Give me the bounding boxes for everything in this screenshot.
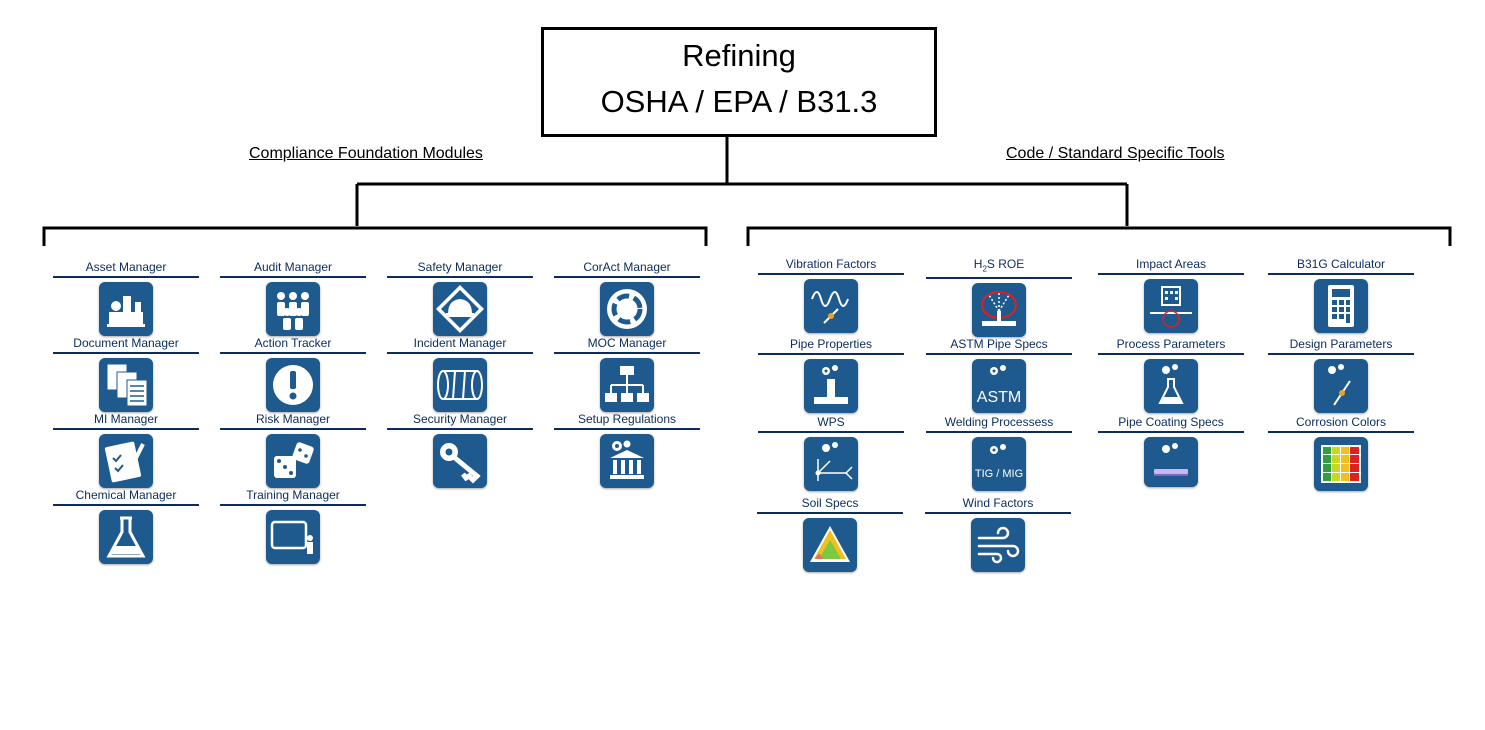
tool-wind-factors[interactable]: Wind Factors [925,497,1071,572]
page-subtitle: OSHA / EPA / B31.3 [600,84,878,119]
module-label: Security Manager [387,413,533,430]
tool-label: Pipe Properties [758,338,904,355]
tool-label: H2S ROE [926,257,1072,280]
module-chemical-manager[interactable]: Chemical Manager [53,489,199,564]
right-section-label[interactable]: Code / Standard Specific Tools [1006,145,1225,162]
tool-label: Corrosion Colors [1268,416,1414,433]
tool-vibration-factors[interactable]: Vibration Factors [758,258,904,333]
tool-astm-pipe-specs[interactable]: ASTM Pipe Specs ASTM [926,338,1072,413]
module-security-manager[interactable]: Security Manager [387,413,533,488]
circular-arrows-icon[interactable] [600,282,654,336]
module-label: Action Tracker [220,337,366,354]
presentation-icon[interactable] [266,510,320,564]
hardhat-icon[interactable] [433,282,487,336]
title-box: Refining OSHA / EPA / B31.3 [541,27,937,137]
gear-flask-icon[interactable] [1144,359,1198,413]
module-label: MOC Manager [554,337,700,354]
tool-design-parameters[interactable]: Design Parameters [1268,338,1414,413]
module-incident-manager[interactable]: Incident Manager [387,337,533,412]
tig-tile-text: TIG / MIG [975,468,1023,480]
module-safety-manager[interactable]: Safety Manager [387,261,533,336]
tool-label-post: S ROE [986,257,1025,271]
module-label: Safety Manager [387,261,533,278]
tool-corrosion-colors[interactable]: Corrosion Colors [1268,416,1414,491]
tool-pipe-coating-specs[interactable]: Pipe Coating Specs [1098,416,1244,487]
tool-welding-processess[interactable]: Welding Processess TIG / MIG [926,416,1072,491]
tool-label: Impact Areas [1098,258,1244,275]
module-document-manager[interactable]: Document Manager [53,337,199,412]
tool-label: ASTM Pipe Specs [926,338,1072,355]
tool-label: Welding Processess [926,416,1072,433]
wave-icon[interactable] [804,279,858,333]
tool-impact-areas[interactable]: Impact Areas [1098,258,1244,333]
color-grid-icon[interactable] [1314,437,1368,491]
exclamation-icon[interactable] [266,358,320,412]
tool-label-pre: H [973,257,983,271]
tool-label-sub: 2 [982,264,987,274]
tool-pipe-properties[interactable]: Pipe Properties [758,338,904,413]
pipe-tee-icon[interactable] [804,359,858,413]
gear-tig-icon[interactable]: TIG / MIG [972,437,1026,491]
tool-label: B31G Calculator [1268,258,1414,275]
module-label: Incident Manager [387,337,533,354]
tool-soil-specs[interactable]: Soil Specs [757,497,903,572]
module-action-tracker[interactable]: Action Tracker [220,337,366,412]
dice-icon[interactable] [266,434,320,488]
module-coract-manager[interactable]: CorAct Manager [554,261,700,336]
checklist-icon[interactable] [99,434,153,488]
key-icon[interactable] [433,434,487,488]
module-label: MI Manager [53,413,199,430]
astm-tile-text: ASTM [977,389,1021,406]
gear-bar-icon[interactable] [1144,437,1198,487]
module-moc-manager[interactable]: MOC Manager [554,337,700,412]
module-label: Chemical Manager [53,489,199,506]
gear-building-icon[interactable] [600,434,654,488]
tool-process-parameters[interactable]: Process Parameters [1098,338,1244,413]
tool-label: Soil Specs [757,497,903,514]
module-label: CorAct Manager [554,261,700,278]
module-label: Training Manager [220,489,366,506]
module-label: Risk Manager [220,413,366,430]
flask-icon[interactable] [99,510,153,564]
left-section-label[interactable]: Compliance Foundation Modules [249,145,483,162]
building-icon[interactable] [1144,279,1198,333]
wind-icon[interactable] [971,518,1025,572]
module-training-manager[interactable]: Training Manager [220,489,366,564]
tool-label: Process Parameters [1098,338,1244,355]
astm-icon[interactable]: ASTM [972,359,1026,413]
people-group-icon[interactable] [266,282,320,336]
module-mi-manager[interactable]: MI Manager [53,413,199,488]
documents-icon[interactable] [99,358,153,412]
tool-label: Design Parameters [1268,338,1414,355]
refinery-icon[interactable] [99,282,153,336]
calculator-icon[interactable] [1314,279,1368,333]
tool-b31g-calculator[interactable]: B31G Calculator [1268,258,1414,333]
soil-triangle-icon[interactable] [803,518,857,572]
tool-label: Pipe Coating Specs [1098,416,1244,433]
tool-label: WPS [758,416,904,433]
tool-label: Wind Factors [925,497,1071,514]
module-label: Audit Manager [220,261,366,278]
module-label: Asset Manager [53,261,199,278]
tool-wps[interactable]: WPS [758,416,904,491]
module-audit-manager[interactable]: Audit Manager [220,261,366,336]
module-risk-manager[interactable]: Risk Manager [220,413,366,488]
tool-h2s-roe[interactable]: H2S ROE [926,257,1072,338]
pipe-icon[interactable] [433,358,487,412]
tool-label: Vibration Factors [758,258,904,275]
module-asset-manager[interactable]: Asset Manager [53,261,199,336]
module-label: Setup Regulations [554,413,700,430]
weld-axes-icon[interactable] [804,437,858,491]
module-label: Document Manager [53,337,199,354]
gear-pencil-icon[interactable] [1314,359,1368,413]
org-chart-icon[interactable] [600,358,654,412]
sprinkler-icon[interactable] [972,283,1026,338]
page-title: Refining [682,38,796,73]
module-setup-regulations[interactable]: Setup Regulations [554,413,700,488]
